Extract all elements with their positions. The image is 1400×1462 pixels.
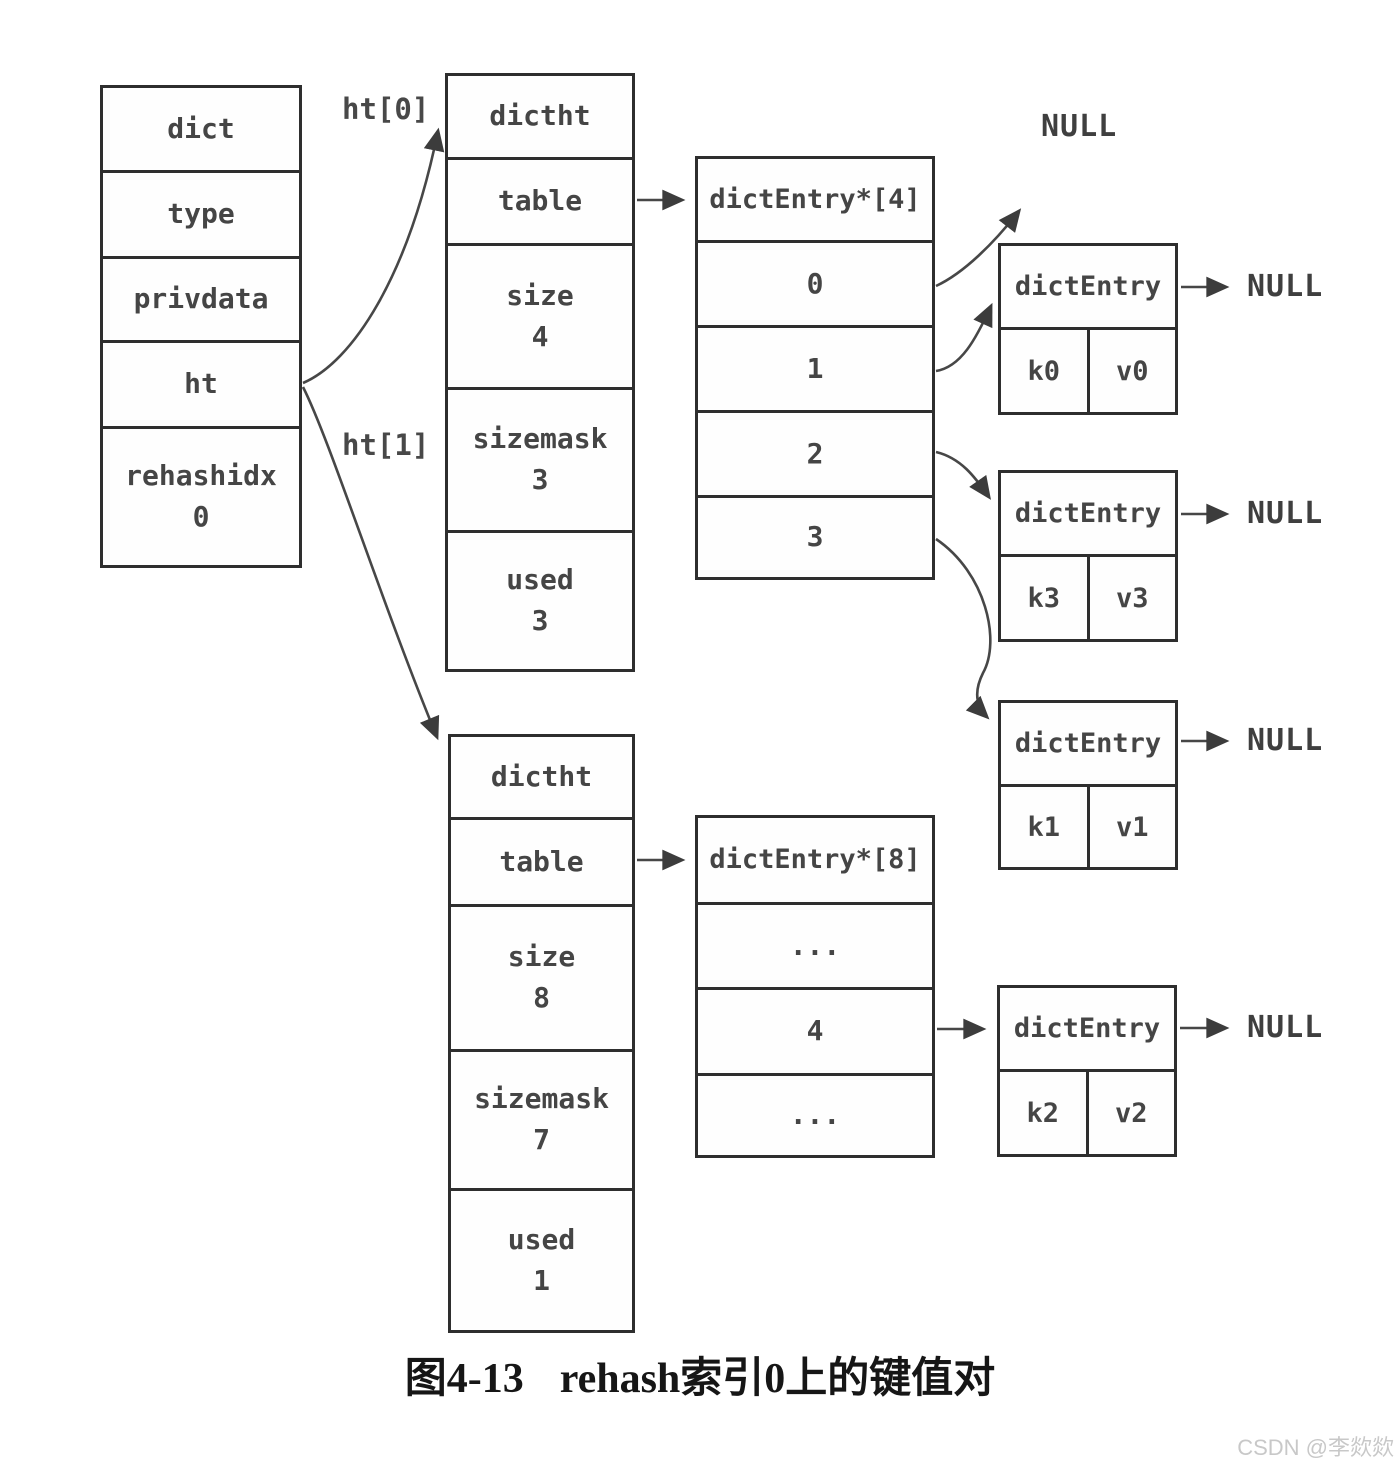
dictht1-size-label: size [507, 940, 576, 974]
dict-rehashidx-label: rehashidx [125, 459, 277, 493]
arrow-bucket2-to-entry-k3 [935, 450, 991, 500]
dict-row-ht: ht [103, 343, 299, 429]
bucket-cell-3: 3 [698, 498, 932, 577]
null-label-entry-k2: NULL [1247, 1010, 1324, 1045]
bucket-cell-2: 2 [698, 413, 932, 498]
entry-k0-value: v0 [1086, 330, 1176, 412]
entry-k3-value: v3 [1086, 557, 1176, 639]
entry-k1-value: v1 [1086, 787, 1176, 867]
entry-k2-key: k2 [1026, 1097, 1059, 1129]
dictht0-row-size: size 4 [448, 246, 632, 390]
figure-caption-title: rehash索引0上的键值对 [559, 1356, 996, 1402]
dictht-ht1-box: dictht table size 8 sizemask 7 used 1 [448, 734, 635, 1333]
dictht-ht0-box: dictht table size 4 sizemask 3 used 3 [445, 73, 635, 672]
dict-title-label: dict [167, 111, 235, 145]
dictht0-row-used: used 3 [448, 533, 632, 669]
dictht1-sizemask-value: 7 [533, 1123, 550, 1156]
dictht0-table-label: table [497, 184, 583, 218]
dictht0-row-table: table [448, 160, 632, 246]
dictht1-size-value: 8 [533, 981, 550, 1014]
dictht1-table-label: table [499, 844, 584, 878]
entry-k1-box: dictEntry k1 v1 [998, 700, 1178, 870]
dictht1-title-label: dictht [490, 759, 593, 793]
arrow-bucket1-to-entry-k0 [935, 302, 993, 373]
dict-privdata-label: privdata [133, 282, 269, 316]
bucket-cell-2-label: 2 [806, 436, 824, 470]
bucket-array-ht0-header-label: dictEntry*[4] [709, 183, 921, 215]
dictht0-size-label: size [506, 278, 574, 312]
bucket-cell-0-label: 0 [806, 266, 824, 300]
dict-row-type: type [103, 173, 299, 259]
bucket-cell-4-label: 4 [806, 1014, 824, 1048]
entry-k3-kv-row: k3 v3 [1001, 557, 1175, 639]
bucket-cell-3-label: 3 [806, 520, 824, 554]
bucket-cell-1-label: 1 [806, 351, 824, 385]
bucket-array-ht1-header-label: dictEntry*[8] [709, 844, 921, 876]
dictht0-title-label: dictht [489, 99, 591, 133]
ht0-pointer-label: ht[0] [342, 92, 430, 126]
entry-k1-kv-row: k1 v1 [1001, 787, 1175, 867]
entry-k3-key: k3 [1027, 582, 1060, 614]
null-label-entry-k0: NULL [1247, 269, 1324, 304]
bucket-cell-ellipsis-top: ... [698, 905, 932, 990]
dict-row-title: dict [103, 88, 299, 173]
dictht1-row-title: dictht [451, 737, 632, 820]
bucket-array-ht1-header: dictEntry*[8] [698, 818, 932, 905]
dictht0-row-sizemask: sizemask 3 [448, 390, 632, 533]
dict-row-rehashidx: rehashidx 0 [103, 429, 299, 565]
dictht1-used-label: used [507, 1222, 576, 1256]
dictht0-used-value: 3 [531, 604, 549, 637]
bucket-array-ht1: dictEntry*[8] ... 4 ... [695, 815, 935, 1158]
dictht1-used-value: 1 [533, 1263, 550, 1297]
ht1-pointer-label: ht[1] [342, 428, 430, 462]
entry-k2-title: dictEntry [1000, 988, 1174, 1072]
dict-type-label: type [167, 197, 235, 231]
entry-k0-key: k0 [1027, 355, 1060, 387]
csdn-watermark: CSDN @李欻欻 [1237, 1435, 1394, 1460]
entry-k0-title: dictEntry [1001, 246, 1175, 330]
entry-k1-title: dictEntry [1001, 703, 1175, 787]
arrow-ht-to-ht0 [302, 127, 445, 385]
dict-rehashidx-value: 0 [192, 500, 210, 533]
dictht0-row-title: dictht [448, 76, 632, 160]
arrow-bucket3-to-entry-k1 [935, 537, 992, 720]
null-label-entry-k3: NULL [1247, 496, 1324, 531]
bucket-array-ht0: dictEntry*[4] 0 1 2 3 [695, 156, 935, 580]
bucket-cell-4: 4 [698, 990, 932, 1076]
dictht0-sizemask-value: 3 [531, 463, 549, 496]
entry-k0-kv-row: k0 v0 [1001, 330, 1175, 412]
dictht1-sizemask-label: sizemask [474, 1082, 609, 1116]
entry-k2-box: dictEntry k2 v2 [997, 985, 1177, 1157]
dictht0-sizemask-label: sizemask [472, 422, 608, 456]
figure-caption: 图4-13 rehash索引0上的键值对 [0, 1344, 1400, 1405]
dictht1-row-used: used 1 [451, 1191, 632, 1330]
bucket-cell-ellipsis-bottom-label: ... [789, 1098, 841, 1132]
bucket-cell-ellipsis-top-label: ... [789, 928, 841, 962]
null-label-entry-k1: NULL [1247, 723, 1324, 758]
entry-k3-title: dictEntry [1001, 473, 1175, 557]
dictht1-row-table: table [451, 820, 632, 907]
entry-k2-kv-row: k2 v2 [1000, 1072, 1174, 1154]
entry-k2-value: v2 [1085, 1072, 1175, 1154]
bucket-cell-0: 0 [698, 243, 932, 328]
dict-struct-box: dict type privdata ht rehashidx 0 [100, 85, 302, 568]
bucket-cell-ellipsis-bottom: ... [698, 1076, 932, 1155]
bucket-cell-1: 1 [698, 328, 932, 413]
entry-k0-box: dictEntry k0 v0 [998, 243, 1178, 415]
dict-ht-label: ht [184, 367, 218, 401]
entry-k1-key: k1 [1027, 811, 1060, 843]
entry-k3-box: dictEntry k3 v3 [998, 470, 1178, 642]
dictht1-row-sizemask: sizemask 7 [451, 1052, 632, 1191]
dictht0-size-value: 4 [531, 319, 549, 353]
null-label-bucket0: NULL [1041, 109, 1118, 144]
dict-row-privdata: privdata [103, 259, 299, 343]
dictht1-row-size: size 8 [451, 907, 632, 1052]
bucket-array-ht0-header: dictEntry*[4] [698, 159, 932, 243]
dictht0-used-label: used [506, 563, 574, 597]
figure-caption-number: 图4-13 [404, 1356, 524, 1402]
